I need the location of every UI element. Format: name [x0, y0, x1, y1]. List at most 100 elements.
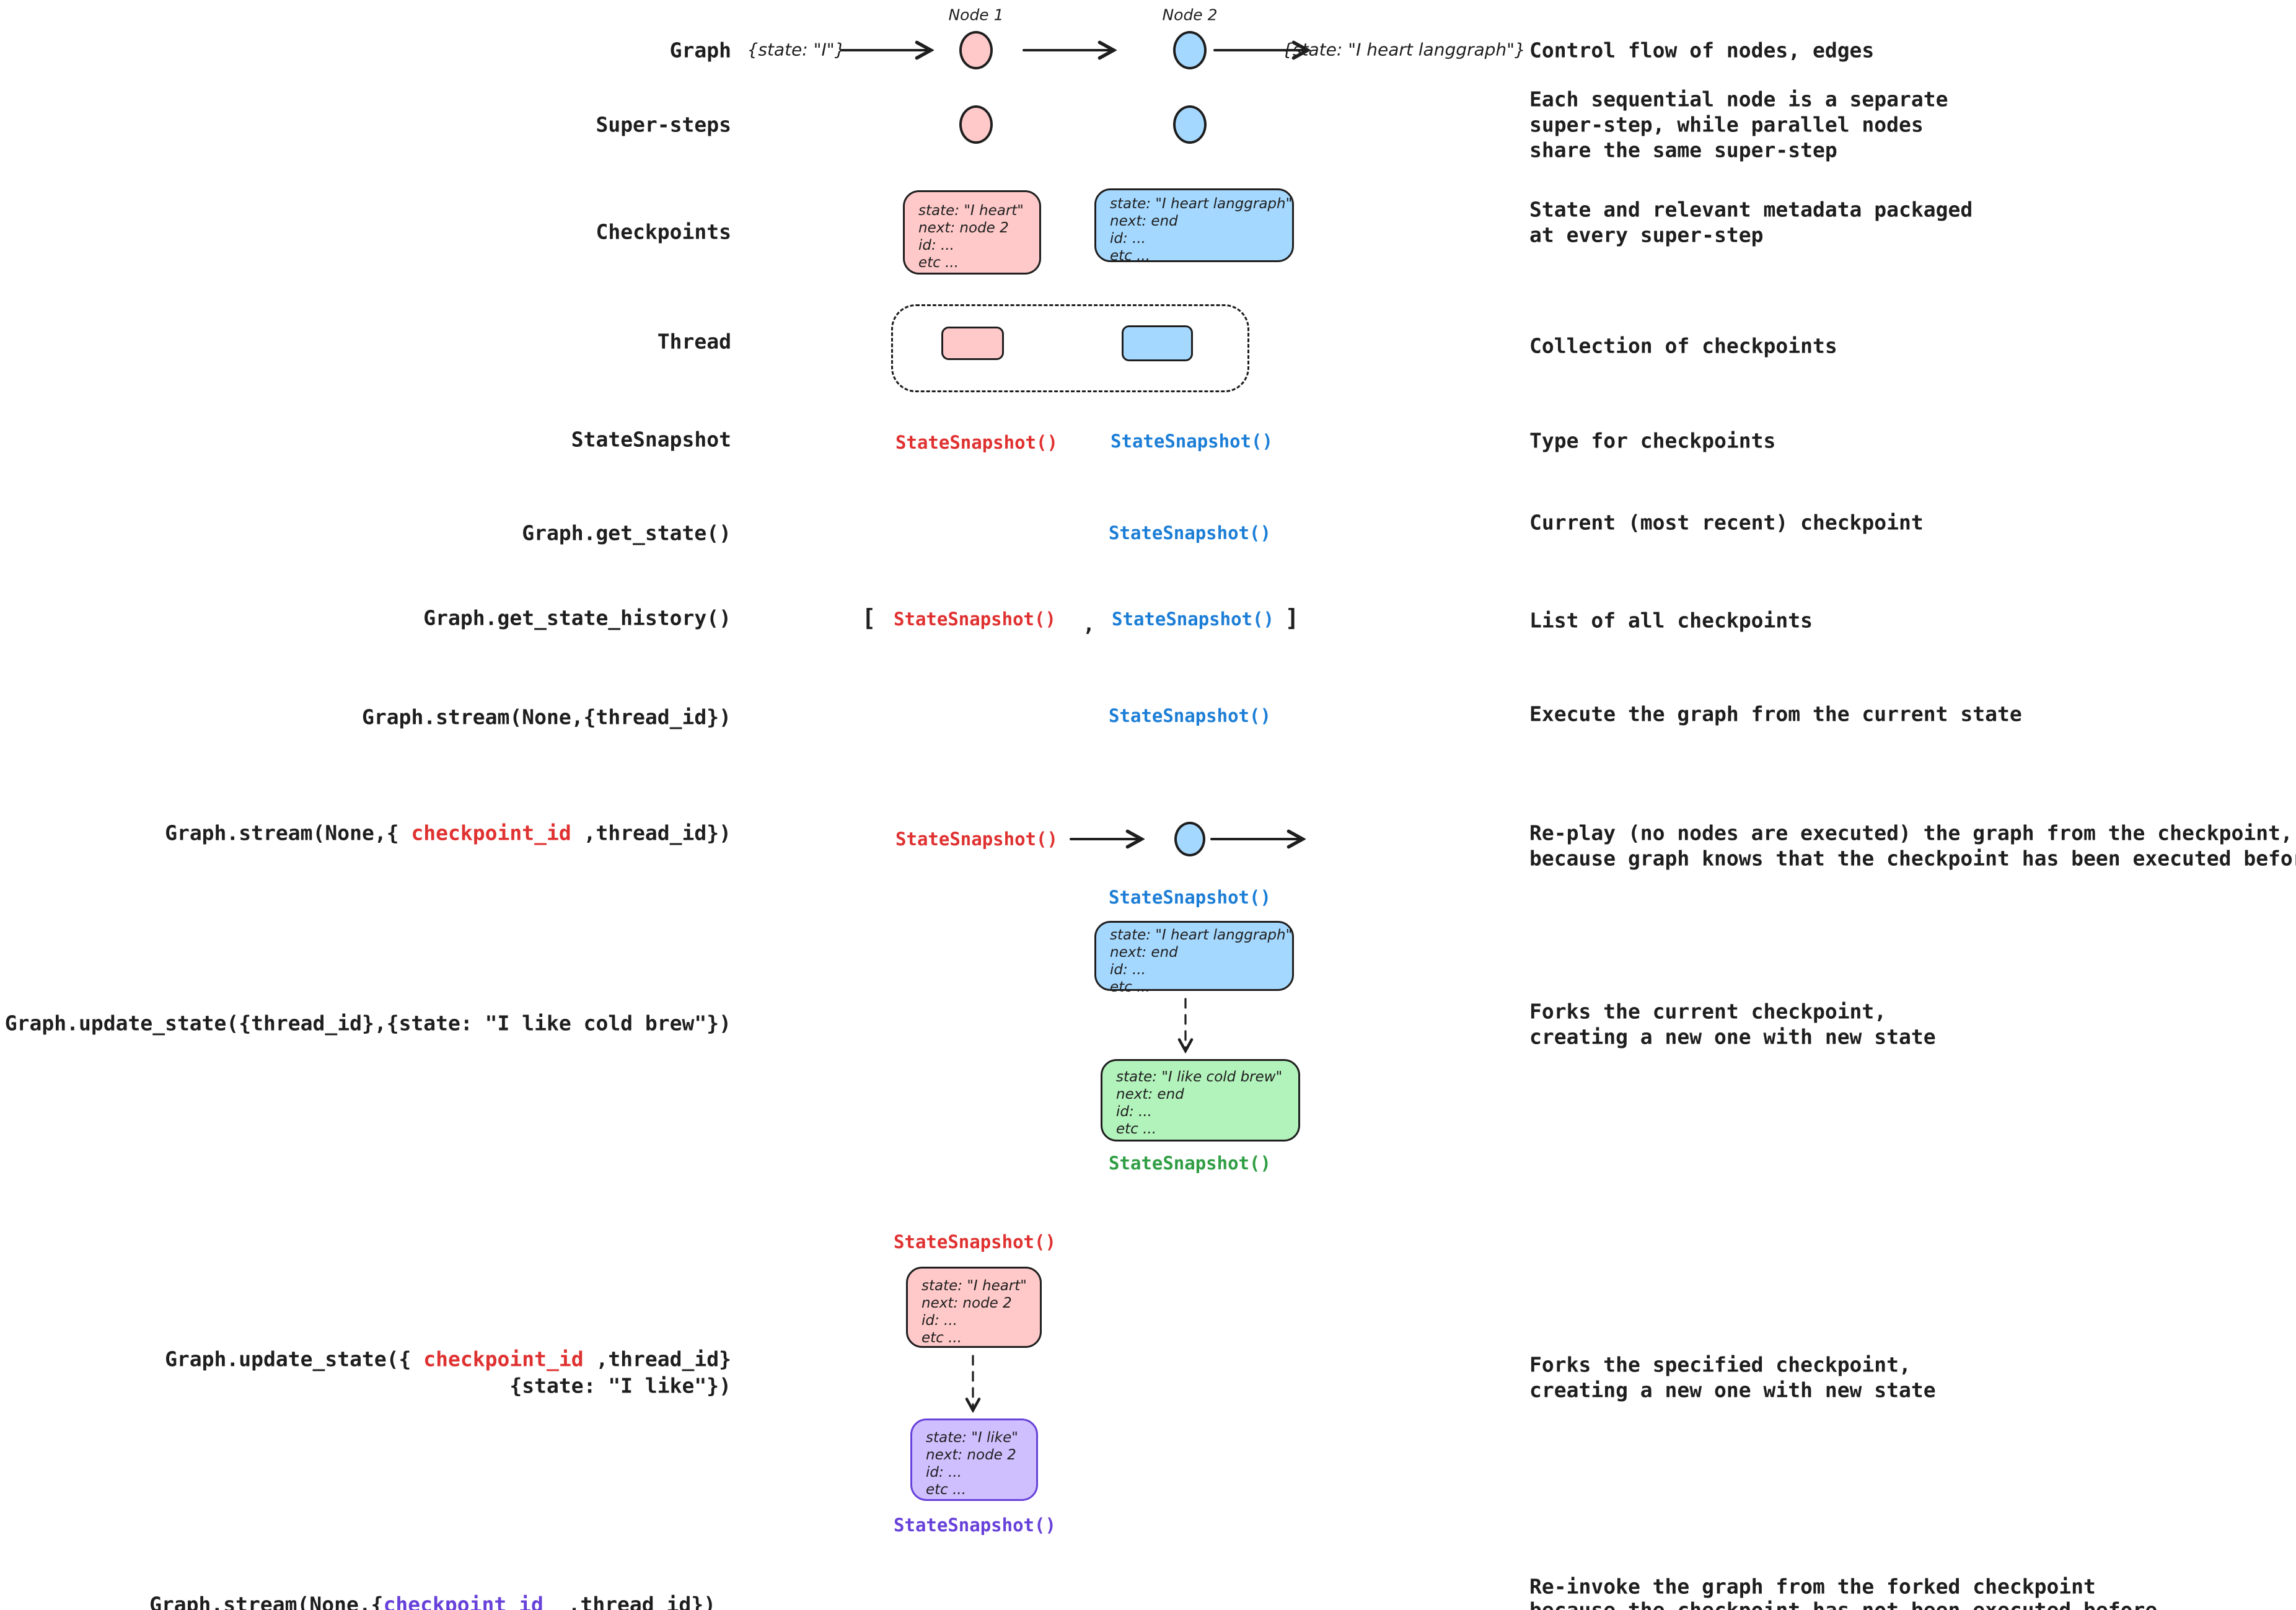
- label-graph: Graph: [669, 38, 731, 63]
- state-in-annotation: {state: "I"}: [747, 39, 846, 60]
- checkpoint-line: state: "I like cold brew": [1116, 1069, 1283, 1085]
- checkpoint-line: id: ...: [921, 1313, 957, 1329]
- desc-fork-current-1: Forks the current checkpoint,: [1529, 999, 1887, 1024]
- fork-result-box-green: state: "I like cold brew" next: end id: …: [1101, 1059, 1300, 1142]
- history-bracket-open: [: [861, 604, 876, 631]
- desc-checkpoints-2: at every super-step: [1529, 222, 1764, 247]
- superstep2-circle: [1173, 105, 1207, 144]
- label-super-steps: Super-steps: [596, 112, 731, 137]
- checkpoint-line: next: node 2: [921, 1295, 1012, 1311]
- desc-stream-thread: Execute the graph from the current state: [1529, 702, 2022, 726]
- thread-dashed-frame: [891, 304, 1249, 392]
- checkpoint-line: id: ...: [918, 237, 954, 253]
- thread-checkpoint-pink: [941, 327, 1004, 360]
- label-checkpoints: Checkpoints: [596, 219, 731, 244]
- label-update-checkpoint-post: ,thread_id}: [583, 1347, 731, 1371]
- node2-label: Node 2: [1162, 6, 1218, 24]
- fork-result-snapshot-green: StateSnapshot(): [1109, 1153, 1271, 1174]
- checkpoint-line: etc ...: [918, 255, 959, 271]
- desc-fork-current-2: creating a new one with new state: [1529, 1024, 1936, 1049]
- checkpoint-line: next: node 2: [926, 1447, 1016, 1463]
- checkpoint-line: id: ...: [926, 1464, 962, 1480]
- label-stream-forked: Graph.stream(None,{checkpoint_id ,thread…: [149, 1593, 716, 1610]
- checkpoint-line: state: "I heart langgraph": [1110, 196, 1293, 212]
- stream-thread-result: StateSnapshot(): [1109, 705, 1271, 726]
- checkpoint-id-red: checkpoint_id: [411, 820, 571, 845]
- desc-super-steps-1: Each sequential node is a separate: [1529, 87, 1948, 112]
- snapshot-call-blue: StateSnapshot(): [1111, 431, 1273, 452]
- label-stream-forked-pre: Graph.stream(None,{: [149, 1592, 384, 1610]
- fork-specified-snapshot-purple: StateSnapshot(): [894, 1515, 1056, 1536]
- checkpoint-line: etc ...: [1110, 979, 1151, 995]
- node1-label: Node 1: [948, 6, 1004, 24]
- label-get-state-history: Graph.get_state_history(): [423, 605, 731, 630]
- history-comma: ,: [1083, 612, 1095, 636]
- history-snapshot-blue: StateSnapshot(): [1112, 609, 1274, 630]
- desc-super-steps-2: super-step, while parallel nodes: [1529, 112, 1924, 137]
- checkpoint-line: etc ...: [1110, 248, 1151, 264]
- replay-node-circle: [1174, 822, 1205, 856]
- label-update-checkpoint-pre: Graph.update_state({: [165, 1347, 424, 1371]
- label-update-checkpoint-line1: Graph.update_state({ checkpoint_id ,thre…: [165, 1347, 731, 1371]
- checkpoint-id-purple: checkpoint_id: [383, 1592, 543, 1610]
- superstep1-circle: [959, 105, 993, 144]
- desc-get-state: Current (most recent) checkpoint: [1529, 510, 1924, 535]
- snapshot-call-red: StateSnapshot(): [895, 432, 1058, 453]
- fork-arrows: [973, 998, 1185, 1409]
- history-bracket-close: ]: [1285, 604, 1300, 631]
- label-update-thread: Graph.update_state({thread_id},{state: "…: [4, 1011, 731, 1036]
- checkpoint-line: id: ...: [1110, 231, 1146, 247]
- desc-graph: Control flow of nodes, edges: [1529, 38, 1875, 63]
- node1-circle: [959, 31, 993, 69]
- label-update-checkpoint-line2: {state: "I like"}): [509, 1373, 731, 1398]
- checkpoint-box-blue: state: "I heart langgraph" next: end id:…: [1094, 188, 1294, 264]
- desc-reinvoke-2: because the checkpoint has not been exec…: [1529, 1598, 2158, 1610]
- label-thread: Thread: [657, 329, 731, 354]
- checkpoint-line: next: end: [1110, 213, 1178, 229]
- desc-reinvoke-1: Re-invoke the graph from the forked chec…: [1529, 1574, 2096, 1599]
- desc-fork-specified-1: Forks the specified checkpoint,: [1529, 1352, 1911, 1377]
- fork-source-box-blue: state: "I heart langgraph" next: end id:…: [1094, 921, 1294, 995]
- flow-arrows: [840, 50, 1306, 839]
- label-stream-forked-post: ,thread_id}): [543, 1592, 716, 1610]
- label-stream-checkpoint-pre: Graph.stream(None,{: [165, 820, 411, 845]
- state-out-annotation: {state: "I heart langgraph"}: [1282, 39, 1526, 60]
- get-state-result: StateSnapshot(): [1109, 522, 1271, 543]
- checkpoint-line: state: "I heart": [918, 203, 1024, 219]
- checkpoint-id-red-2: checkpoint_id: [423, 1347, 584, 1371]
- label-stream-checkpoint: Graph.stream(None,{ checkpoint_id ,threa…: [165, 821, 731, 845]
- desc-thread: Collection of checkpoints: [1529, 333, 1837, 358]
- checkpoint-box-pink: state: "I heart" next: node 2 id: ... et…: [903, 190, 1041, 275]
- label-statesnapshot: StateSnapshot: [571, 427, 731, 452]
- desc-fork-specified-2: creating a new one with new state: [1529, 1378, 1936, 1402]
- checkpoint-line: next: node 2: [918, 220, 1009, 236]
- fork-specified-box-pink: state: "I heart" next: node 2 id: ... et…: [906, 1267, 1042, 1348]
- checkpoint-line: state: "I heart": [921, 1278, 1027, 1294]
- desc-statesnapshot: Type for checkpoints: [1529, 428, 1776, 453]
- label-stream-checkpoint-post: ,thread_id}): [571, 820, 731, 845]
- fork-specified-box-purple: state: "I like" next: node 2 id: ... etc…: [910, 1419, 1038, 1501]
- checkpoint-line: etc ...: [1116, 1121, 1157, 1137]
- desc-super-steps-3: share the same super-step: [1529, 138, 1837, 162]
- fork-source-snapshot-blue: StateSnapshot(): [1109, 887, 1271, 908]
- checkpoint-line: state: "I heart langgraph": [1110, 927, 1293, 943]
- checkpoint-line: id: ...: [1116, 1104, 1152, 1120]
- fork-specified-snapshot-red: StateSnapshot(): [894, 1231, 1056, 1252]
- desc-get-state-history: List of all checkpoints: [1529, 608, 1813, 633]
- desc-replay-1: Re-play (no nodes are executed) the grap…: [1529, 820, 2293, 845]
- desc-checkpoints-1: State and relevant metadata packaged: [1529, 197, 1973, 222]
- checkpoint-line: state: "I like": [926, 1430, 1018, 1446]
- desc-replay-2: because graph knows that the checkpoint …: [1529, 846, 2296, 871]
- checkpoint-line: next: end: [1116, 1086, 1184, 1102]
- node2-circle: [1173, 31, 1207, 69]
- checkpoint-line: etc ...: [921, 1330, 962, 1346]
- checkpoint-line: next: end: [1110, 944, 1178, 961]
- thread-checkpoint-blue: [1122, 325, 1193, 361]
- checkpoint-line: etc ...: [926, 1482, 967, 1498]
- replay-snapshot-red: StateSnapshot(): [895, 829, 1058, 850]
- checkpoint-line: id: ...: [1110, 962, 1146, 978]
- label-get-state: Graph.get_state(): [522, 521, 731, 545]
- history-snapshot-red: StateSnapshot(): [894, 609, 1056, 630]
